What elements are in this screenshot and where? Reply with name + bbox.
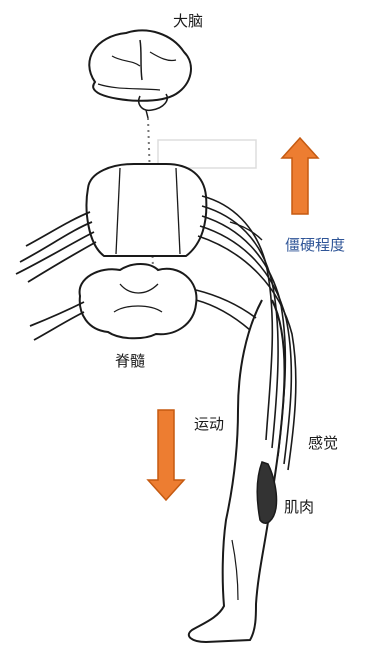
spinal-cord-upper — [87, 164, 207, 256]
arrow-up — [282, 138, 318, 214]
brain-label: 大脑 — [173, 10, 203, 31]
muscle-label: 肌肉 — [284, 496, 314, 517]
brain-illustration — [89, 30, 191, 118]
leg-illustration — [189, 300, 285, 642]
stiffness-label: 僵硬程度 — [285, 234, 345, 255]
arrow-down — [148, 410, 184, 500]
spinal-cord-lower — [80, 264, 197, 338]
sensory-label: 感觉 — [308, 432, 338, 453]
nerve-fibers-left — [16, 212, 96, 340]
spinal-cord-label: 脊髓 — [115, 350, 145, 371]
motor-label: 运动 — [194, 413, 224, 434]
